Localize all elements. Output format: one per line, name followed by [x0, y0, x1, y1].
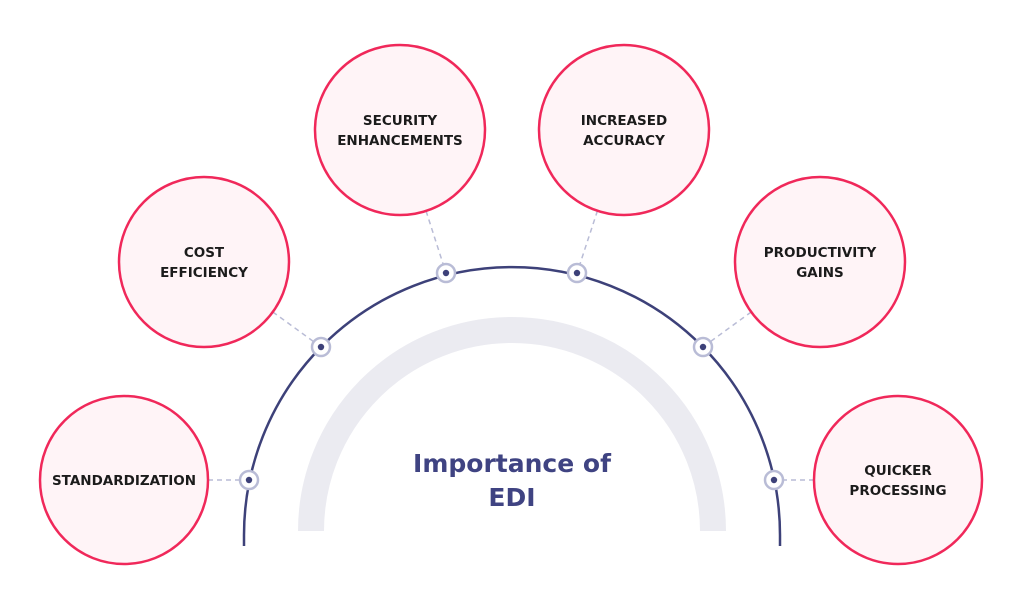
- diagram-title-line2: EDI: [488, 483, 535, 512]
- node-dot: [699, 343, 707, 351]
- diagram-title-line1: Importance of: [413, 449, 612, 478]
- inner-arc: [298, 317, 726, 532]
- benefit-bubble: [812, 394, 984, 566]
- benefit-label: INCREASED: [581, 113, 667, 129]
- benefit-label: EFFICIENCY: [160, 265, 248, 281]
- node-dot: [245, 476, 253, 484]
- benefit-bubble: [313, 43, 487, 217]
- benefit-label: ACCURACY: [583, 133, 665, 149]
- benefit-label: SECURITY: [363, 113, 437, 129]
- node-dot: [770, 476, 778, 484]
- benefit-bubble: [38, 394, 210, 566]
- benefit-label: PRODUCTIVITY: [764, 245, 877, 261]
- outer-arc: [242, 265, 782, 546]
- node-dot: [573, 269, 581, 277]
- benefit-bubble: [537, 43, 711, 217]
- node-dot: [442, 269, 450, 277]
- node-dot: [317, 343, 325, 351]
- benefit-label: ENHANCEMENTS: [337, 133, 463, 149]
- benefit-label: QUICKER: [864, 463, 932, 479]
- benefit-bubble: [733, 175, 907, 349]
- connector-line: [576, 210, 599, 274]
- benefit-label: STANDARDIZATION: [52, 473, 196, 489]
- connector-line: [425, 210, 447, 274]
- benefit-bubble: [117, 175, 291, 349]
- benefit-label: PROCESSING: [849, 483, 946, 499]
- benefit-label: GAINS: [796, 265, 844, 281]
- benefit-label: COST: [184, 245, 225, 261]
